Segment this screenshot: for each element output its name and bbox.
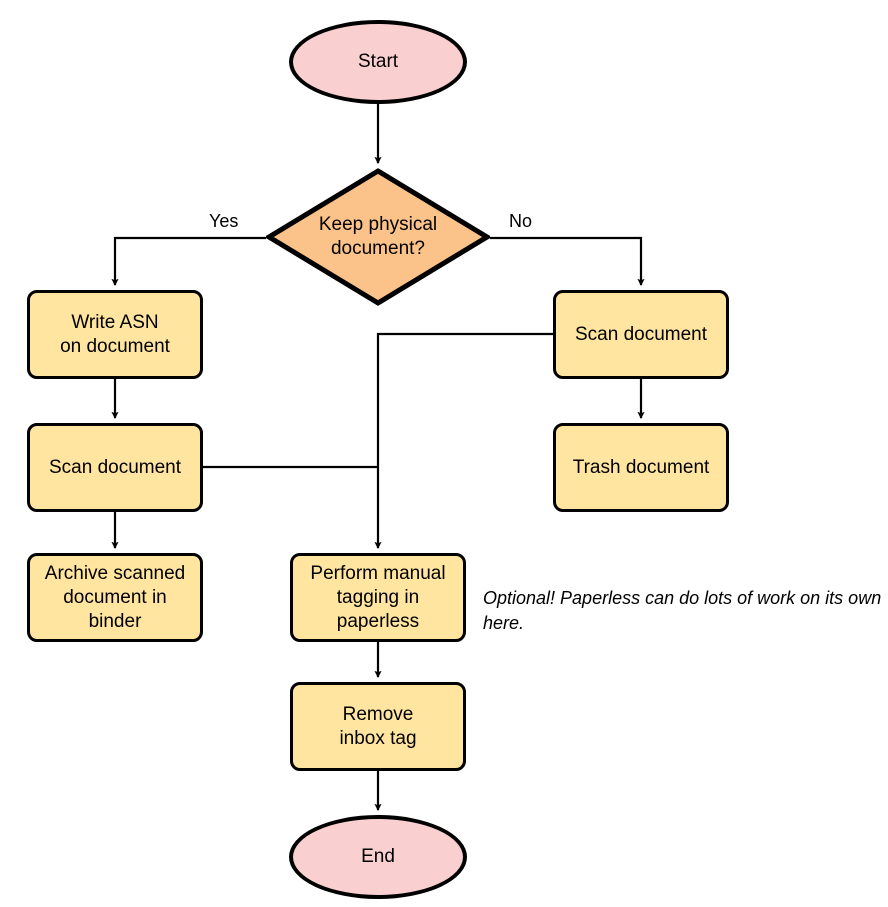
node-keep-physical-document-label: Keep physical document? [318, 214, 438, 259]
edge-decision-no [490, 236, 645, 287]
node-end-label: End [361, 846, 395, 867]
node-scan-document-right[interactable]: Scan document [553, 290, 729, 379]
node-archive-in-binder[interactable]: Archive scanned document in binder [27, 553, 203, 642]
node-manual-tagging-label: Perform manual tagging in paperless [310, 562, 446, 632]
node-scan-document-left[interactable]: Scan document [27, 423, 203, 512]
edge-label-no: No [509, 211, 533, 231]
node-manual-tagging[interactable]: Perform manual tagging in paperless [290, 553, 466, 642]
node-scan-document-left-label: Scan document [48, 456, 182, 478]
node-keep-physical-document[interactable]: Keep physical document? [266, 168, 490, 306]
node-remove-inbox-tag-label: Remove inbox tag [339, 703, 417, 749]
node-write-asn[interactable]: Write ASN on document [27, 290, 203, 379]
node-write-asn-label: Write ASN on document [60, 311, 170, 357]
node-trash-document[interactable]: Trash document [553, 423, 729, 512]
edge-label-yes: Yes [209, 211, 239, 231]
node-start-label: Start [357, 51, 399, 72]
annotation-paperless-note: Optional! Paperless can do lots of work … [483, 588, 882, 633]
node-start[interactable]: Start [289, 20, 467, 104]
edge-decision-yes [111, 236, 266, 287]
edge-scanright-to-tagging [374, 332, 553, 550]
node-trash-document-label: Trash document [572, 456, 710, 478]
diamond-shape-icon [266, 168, 490, 306]
node-end[interactable]: End [289, 815, 467, 899]
node-scan-document-right-label: Scan document [574, 323, 708, 345]
node-remove-inbox-tag[interactable]: Remove inbox tag [290, 682, 466, 771]
node-archive-in-binder-label: Archive scanned document in binder [44, 562, 186, 632]
